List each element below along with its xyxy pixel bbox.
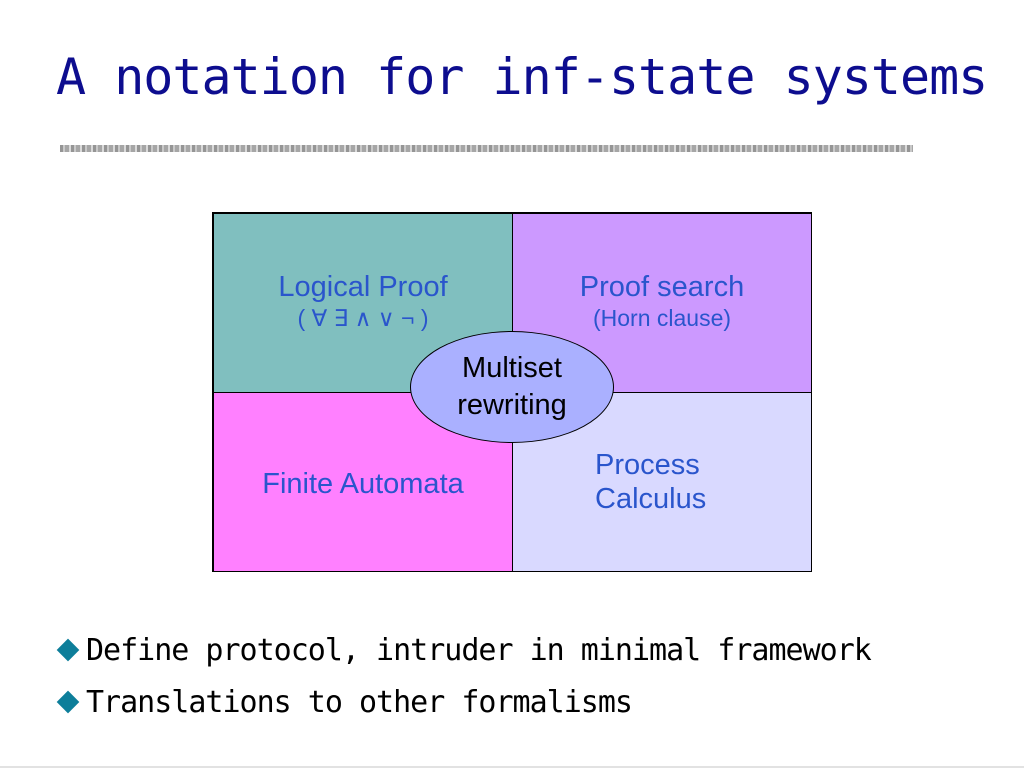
bullet-text: Define protocol, intruder in minimal fra… (86, 632, 872, 668)
bullet-text: Translations to other formalisms (86, 684, 633, 720)
diamond-bullet-icon (56, 690, 80, 714)
footer-divider (0, 766, 1024, 768)
cell-logical-proof-label: Logical Proof (278, 271, 448, 303)
cell-process-calculus-label-line2: Calculus (595, 483, 707, 515)
bullet-list: Define protocol, intruder in minimal fra… (54, 624, 872, 728)
title-divider (60, 145, 913, 152)
slide-title: A notation for inf-state systems (56, 48, 988, 106)
center-label-line1: Multiset (462, 352, 562, 384)
multiset-rewriting-ellipse: Multiset rewriting (410, 331, 614, 443)
center-label-line2: rewriting (457, 389, 567, 421)
cell-logical-proof-connectives: ( ∀ ∃ ∧ ∨ ¬ ) (297, 305, 429, 331)
bullet-item: Define protocol, intruder in minimal fra… (54, 624, 872, 676)
cell-process-calculus-label-line1: Process (595, 449, 700, 481)
cell-finite-automata-label: Finite Automata (262, 468, 464, 500)
cell-proof-search-label: Proof search (579, 271, 745, 303)
diamond-bullet-icon (56, 638, 80, 662)
cell-proof-search-sublabel: (Horn clause) (592, 305, 732, 331)
bullet-item: Translations to other formalisms (54, 676, 871, 728)
